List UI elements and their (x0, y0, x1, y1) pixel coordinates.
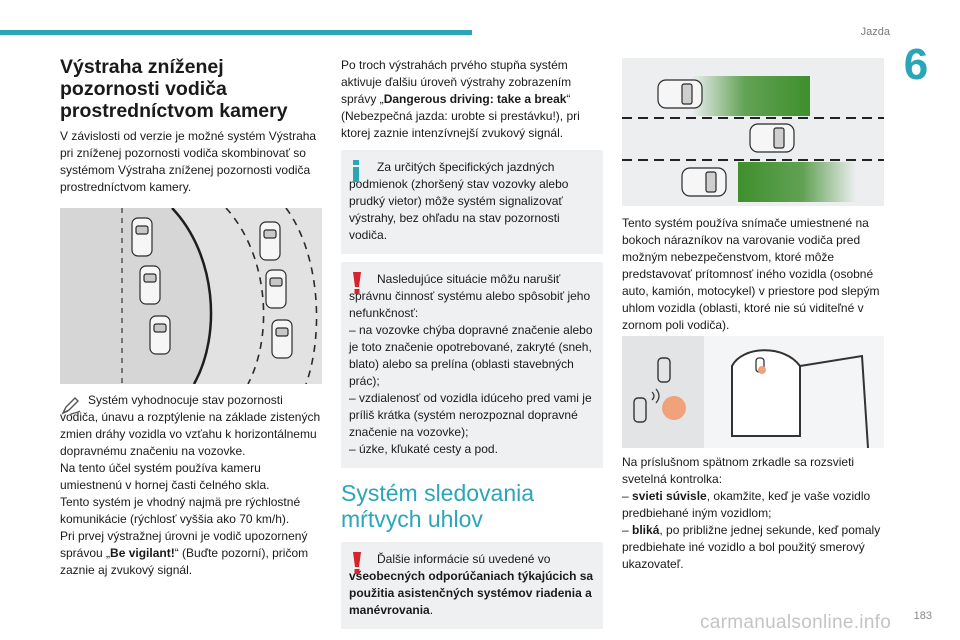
indicator-steady-item: – svieti súvisle, okamžite, keď je vaše … (622, 489, 871, 520)
warning-note-more-info: Ďalšie informácie sú uvedené vo všeobecn… (341, 542, 603, 629)
column-3: Tento systém používa snímače umiestnené … (622, 215, 884, 334)
intro-paragraph: V závislosti od verzie je možné systém V… (60, 129, 317, 194)
lane-drift-illustration (60, 207, 322, 385)
section-label: Jazda (860, 26, 890, 38)
warning-icon (353, 272, 361, 299)
message-be-vigilant: Be vigilant! (110, 546, 175, 560)
warning-note-situations: Nasledujúce situácie môžu narušiť správn… (341, 262, 603, 468)
info-note-conditions: Za určitých špecifických jazdných podmie… (341, 150, 603, 254)
road-cars-diagram (60, 207, 322, 385)
note-first-line: Systém vyhodnocuje stav pozornosti (88, 393, 283, 407)
note-rest: vodiča, únavu a rozptýlenie na základe z… (60, 410, 321, 458)
column-2: Po troch výstrahách prvého stupňa systém… (341, 57, 603, 637)
column-1: Výstraha zníženej pozornosti vodiča pros… (60, 56, 322, 579)
note-camera-system: Systém vyhodnocuje stav pozornosti vodič… (60, 392, 322, 460)
watermark: carmanualsonline.info (700, 612, 892, 633)
header-accent-bar (0, 30, 472, 35)
section-title-driver-attention: Výstraha zníženej pozornosti vodiča pros… (60, 56, 288, 122)
first-level-paragraph: Pri prvej výstražnej úrovni je vodič upo… (60, 529, 309, 577)
indicator-paragraph: Na príslušnom spätnom zrkadle sa rozsvie… (622, 455, 855, 486)
indicator-flashing-item: – bliká, po približne jednej sekunde, ke… (622, 523, 881, 571)
blind-spot-description: Tento systém používa snímače umiestnené … (622, 216, 880, 332)
chapter-number: 6 (903, 40, 929, 89)
pen-note-icon (60, 394, 82, 421)
info-icon (353, 160, 359, 187)
message-dangerous-driving: Dangerous driving: take a break (383, 92, 567, 106)
second-level-paragraph: Po troch výstrahách prvého stupňa systém… (341, 58, 580, 140)
blind-spot-diagram (622, 58, 884, 206)
mirror-indicator-illustration (622, 336, 884, 449)
blind-spot-zone-illustration (622, 58, 884, 206)
warning-icon (353, 552, 361, 579)
section-title-blind-spot: Systém sledovania mŕtvych uhlov (341, 480, 535, 532)
situation-item: – na vozovke chýba dopravné značenie ale… (349, 323, 593, 388)
mirror-diagram (622, 336, 884, 449)
page-number: 183 (913, 610, 932, 622)
speed-paragraph: Tento systém je vhodný najmä pre rýchlos… (60, 495, 301, 526)
camera-paragraph: Na tento účel systém používa kameru umie… (60, 461, 270, 492)
situation-item: – úzke, kľukaté cesty a pod. (349, 442, 498, 456)
situation-item: – vzdialenosť od vozidla idúceho pred va… (349, 391, 592, 439)
column-3-lower: Na príslušnom spätnom zrkadle sa rozsvie… (622, 454, 884, 573)
